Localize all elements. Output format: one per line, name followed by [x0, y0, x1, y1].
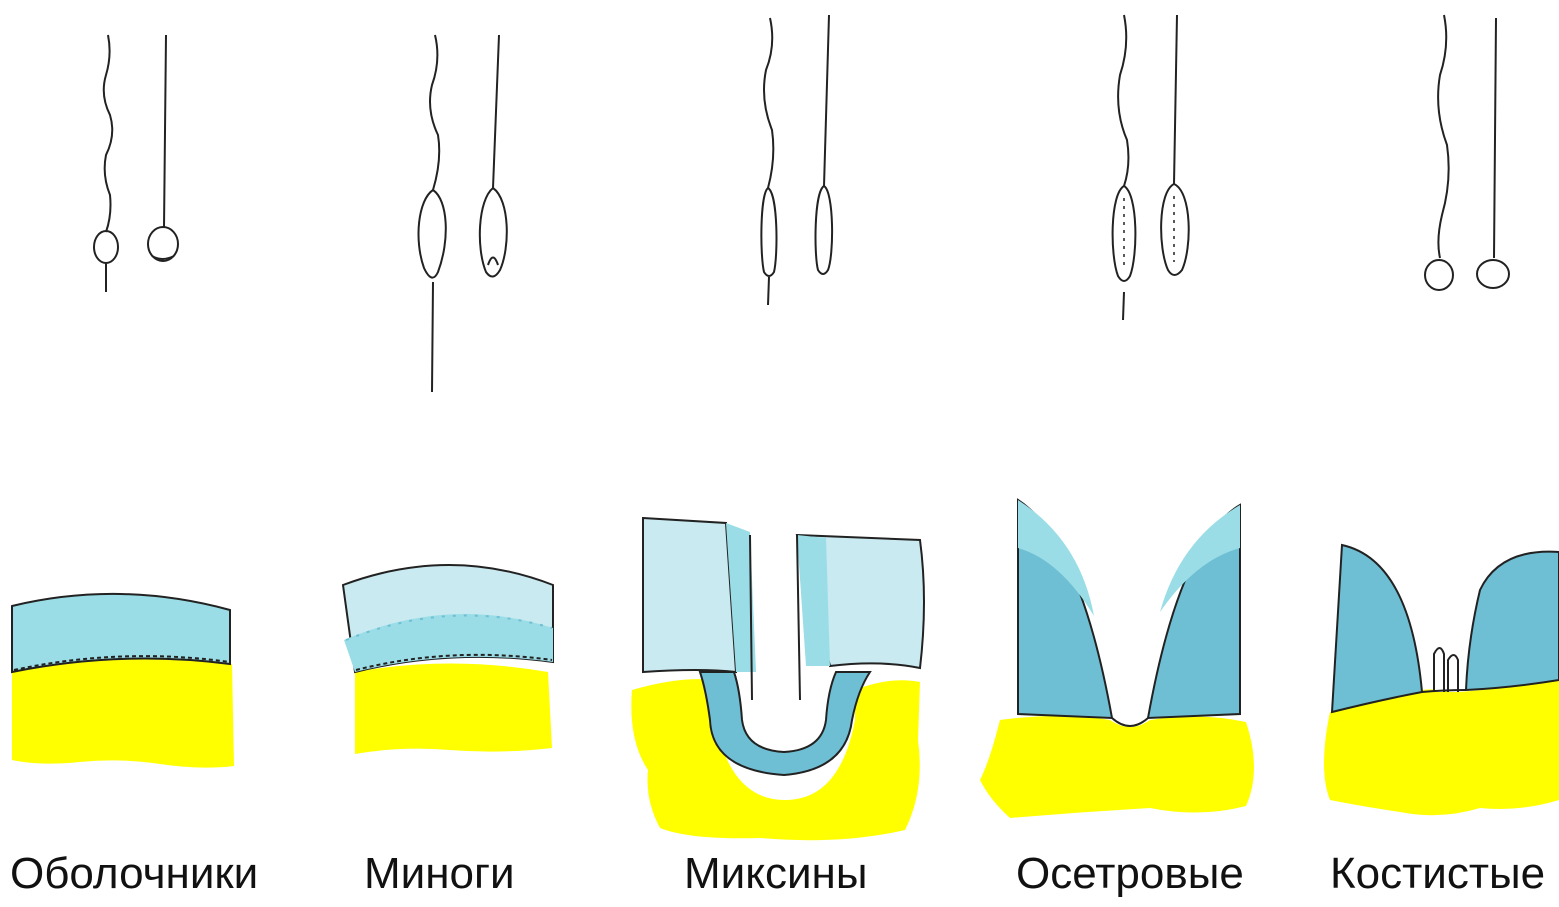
label-teleosts: Костистые — [1330, 852, 1545, 896]
egg-section-hagfishes — [631, 518, 924, 840]
label-tunicates: Оболочники — [10, 852, 258, 896]
sperm-sturgeons — [1113, 15, 1189, 320]
yolk-lampreys — [355, 664, 552, 755]
micropyle-villi-teleosts — [1434, 648, 1458, 692]
sperm-teleosts — [1425, 15, 1509, 290]
egg-section-sturgeons — [980, 500, 1254, 818]
sperm-lampreys — [418, 35, 506, 392]
envelope-left-teleosts — [1332, 545, 1422, 712]
sperm-tunicates — [94, 35, 178, 292]
label-sturgeons: Осетровые — [1016, 852, 1244, 896]
envelope-right-teleosts — [1466, 552, 1559, 690]
egg-section-lampreys — [343, 565, 553, 754]
yolk-tunicates — [12, 659, 234, 768]
label-lampreys: Миноги — [364, 852, 515, 896]
egg-section-tunicates — [12, 594, 234, 768]
egg-section-teleosts — [1324, 545, 1559, 815]
label-hagfishes: Миксины — [684, 852, 867, 896]
sperm-hagfishes — [761, 15, 832, 305]
envelope-left-hagfishes — [643, 518, 736, 672]
sperm-cells-row — [94, 15, 1509, 392]
yolk-sturgeons — [980, 716, 1254, 818]
